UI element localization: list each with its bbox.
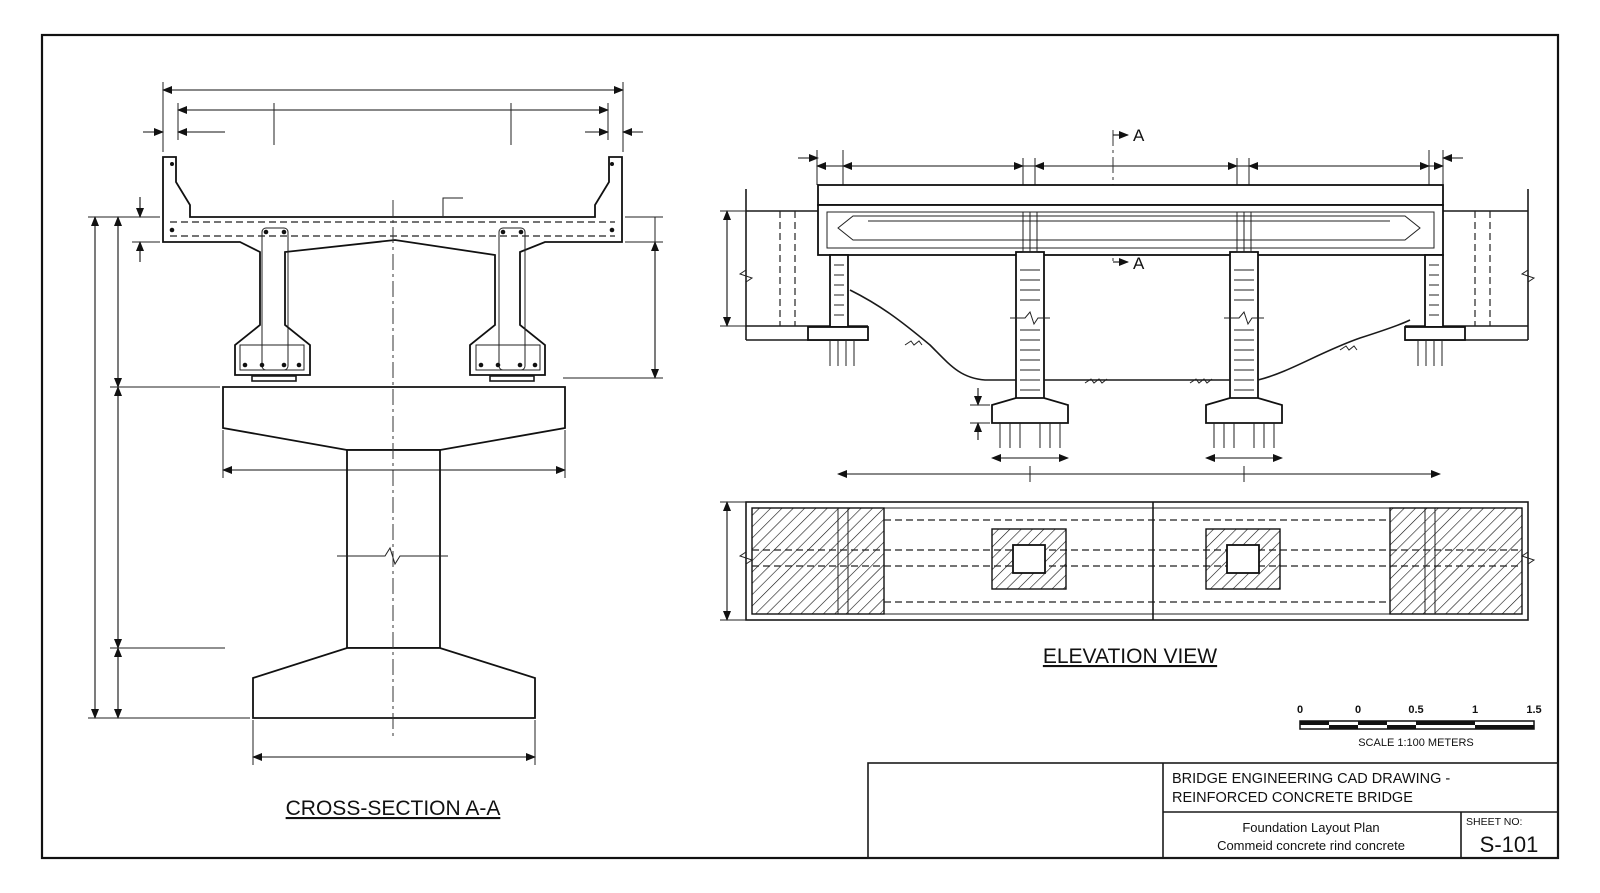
- scale-tick-label: 1: [1472, 704, 1478, 716]
- scale-bar: 0 0 0.5 1 1.5 SCALE 1:100 METERS: [1297, 704, 1542, 749]
- scale-tick-label: 0: [1297, 704, 1303, 716]
- foundation-plan-view: ELEVATION VIEW: [720, 501, 1536, 668]
- elevation-view: A A: [720, 126, 1536, 482]
- scale-tick-label: 0: [1355, 704, 1361, 716]
- cross-section-title: CROSS-SECTION A-A: [286, 797, 501, 820]
- subtitle-line-2: Commeid concrete rind concrete: [1217, 838, 1405, 853]
- sheet-number-label: SHEET NO:: [1466, 816, 1522, 828]
- sheet-border: [40, 33, 1560, 860]
- title-line-1: BRIDGE ENGINEERING CAD DRAWING -: [1172, 771, 1450, 787]
- cross-section-view: CROSS-SECTION A-A: [88, 82, 663, 820]
- subtitle-line-1: Foundation Layout Plan: [1242, 820, 1379, 835]
- title-line-2: REINFORCED CONCRETE BRIDGE: [1172, 790, 1413, 806]
- sheet-number: S-101: [1480, 832, 1539, 857]
- section-marker-top: A: [1133, 126, 1145, 145]
- title-block: BRIDGE ENGINEERING CAD DRAWING - REINFOR…: [867, 762, 1559, 859]
- elevation-view-title: ELEVATION VIEW: [1043, 645, 1217, 668]
- scale-tick-label: 0.5: [1408, 704, 1423, 716]
- scale-caption: SCALE 1:100 METERS: [1358, 737, 1474, 749]
- scale-tick-label: 1.5: [1526, 704, 1541, 716]
- section-marker-bottom: A: [1133, 254, 1145, 273]
